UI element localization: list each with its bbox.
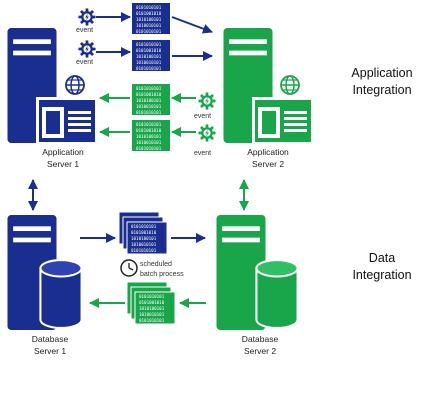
scheduled-batch-process: scheduled batch process: [120, 259, 184, 278]
event-label: event: [194, 150, 211, 157]
binary-row: 1010100101: [136, 134, 162, 139]
binary-row: 0101001010: [136, 11, 162, 16]
binary-row: 0101010101: [136, 42, 162, 47]
binary-row: 0101010101: [136, 86, 162, 91]
event-flow-1: event 0101010101 0101001010 1010100101 1…: [76, 3, 213, 34]
binary-row: 0101010101: [131, 248, 157, 253]
binary-row: 0101010101: [136, 29, 162, 34]
event-label: event: [76, 27, 93, 34]
binary-row: 0101010101: [136, 122, 162, 127]
binary-row: 1010100101: [136, 54, 162, 59]
event-flow-2: event 0101010101 0101001010 1010100101 1…: [76, 40, 213, 71]
batch-label-line1: scheduled: [140, 261, 172, 268]
data-integration-label-line2: Integration: [352, 268, 411, 282]
batch-flow-blue: 0101010101 0101001010 1010100101 1010010…: [80, 211, 206, 255]
gear-lightning-icon: [198, 92, 216, 110]
globe-icon: [278, 73, 302, 97]
globe-icon: [63, 73, 87, 97]
application-integration-label-line2: Integration: [352, 83, 411, 97]
binary-row: 0101010101: [131, 224, 157, 229]
db-server-2-label-line2: Server 2: [244, 346, 276, 356]
db-server-1-label-line1: Database: [32, 334, 69, 344]
event-flow-3: event 0101010101 0101001010 1010100101 1…: [99, 84, 216, 120]
db-server-1-label-line2: Server 1: [34, 346, 66, 356]
event-label: event: [76, 59, 93, 66]
binary-row: 0101001010: [136, 128, 162, 133]
binary-row: 1010010101: [136, 60, 162, 65]
flow-arrow: [171, 16, 213, 34]
database-cylinder-icon: [39, 259, 83, 329]
binary-row: 1010100101: [136, 17, 162, 22]
database-cylinder-icon: [255, 259, 299, 329]
binary-row: 0101010101: [139, 318, 165, 323]
binary-row: 1010100101: [131, 236, 157, 241]
binary-row: 1010010101: [136, 23, 162, 28]
binary-row: 1010010101: [136, 140, 162, 145]
binary-data-stack: 0101010101 0101001010 1010100101 1010010…: [126, 281, 176, 325]
event-label: event: [194, 113, 211, 120]
binary-row: 1010100101: [139, 306, 165, 311]
app-server-1-label-line2: Server 1: [47, 159, 79, 169]
binary-row: 0101010101: [136, 146, 162, 151]
event-flow-4: event 0101010101 0101001010 1010100101 1…: [99, 120, 216, 157]
binary-data-block: 0101010101 0101001010 1010100101 1010010…: [132, 120, 170, 151]
binary-data-block: 0101010101 0101001010 1010100101 1010010…: [132, 3, 170, 34]
binary-row: 1010010101: [131, 242, 157, 247]
gear-lightning-icon: [198, 124, 216, 142]
app-window-icon: [36, 97, 98, 145]
app-server-1-label-line1: Application: [42, 147, 84, 157]
app-window-icon: [252, 97, 314, 145]
binary-row: 0101001010: [131, 230, 157, 235]
database-server-1: [7, 215, 83, 330]
gear-lightning-icon: [78, 40, 96, 58]
gear-lightning-icon: [78, 8, 96, 26]
binary-data-block: 0101010101 0101001010 1010100101 1010010…: [132, 40, 170, 71]
binary-row: 0101010101: [136, 66, 162, 71]
application-server-2: [223, 28, 314, 145]
batch-label-line2: batch process: [140, 271, 184, 278]
binary-data-stack: 0101010101 0101001010 1010100101 1010010…: [118, 211, 168, 255]
clock-icon: [120, 259, 138, 277]
binary-row: 0101001010: [136, 92, 162, 97]
application-integration-label-line1: Application: [351, 66, 412, 80]
batch-flow-green: 0101010101 0101001010 1010100101 1010010…: [89, 281, 206, 325]
data-integration-label-line1: Data: [369, 251, 395, 265]
binary-row: 1010100101: [136, 98, 162, 103]
binary-row: 0101010101: [136, 5, 162, 10]
binary-data-block: 0101010101 0101001010 1010100101 1010010…: [132, 84, 170, 115]
binary-row: 0101001010: [136, 48, 162, 53]
db-server-2-label-line1: Database: [242, 334, 279, 344]
binary-row: 1010010101: [136, 104, 162, 109]
binary-row: 1010010101: [139, 312, 165, 317]
binary-row: 0101010101: [136, 110, 162, 115]
binary-row: 0101001010: [139, 300, 165, 305]
binary-row: 0101010101: [139, 294, 165, 299]
app-server-2-label-line1: Application: [247, 147, 289, 157]
database-server-2: [216, 215, 299, 330]
app-server-2-label-line2: Server 2: [252, 159, 284, 169]
